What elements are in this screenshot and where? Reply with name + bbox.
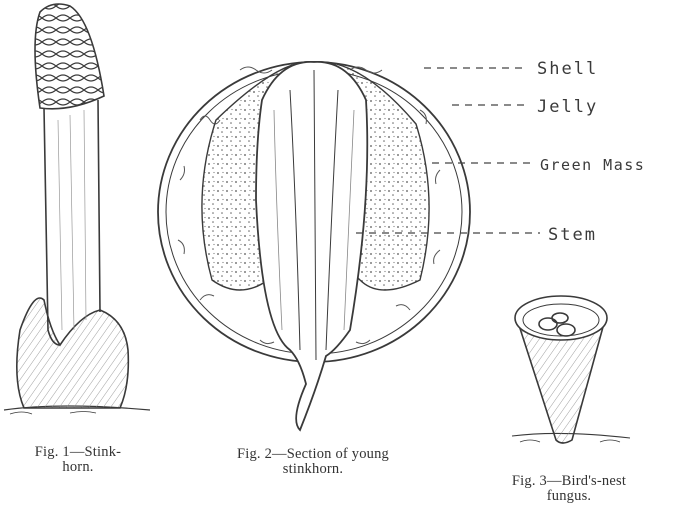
label-jelly: Jelly	[537, 97, 598, 117]
fig3-birds-nest-drawing	[512, 296, 630, 443]
fig2-caption: Fig. 2—Section of young stinkhorn.	[188, 447, 438, 477]
fig2-section-drawing	[158, 62, 470, 430]
fig1-caption: Fig. 1—Stink- horn.	[8, 445, 148, 475]
fig3-rim	[515, 296, 607, 340]
fig1-cap	[35, 4, 104, 109]
fig3-caption: Fig. 3—Bird's-nest fungus.	[484, 474, 654, 504]
fig1-stinkhorn-drawing	[4, 4, 150, 414]
label-shell: Shell	[537, 59, 598, 79]
label-green-mass: Green Mass	[540, 156, 645, 174]
fig1-volva	[17, 298, 129, 408]
label-stem: Stem	[548, 225, 597, 245]
fig2-stem	[256, 62, 367, 430]
